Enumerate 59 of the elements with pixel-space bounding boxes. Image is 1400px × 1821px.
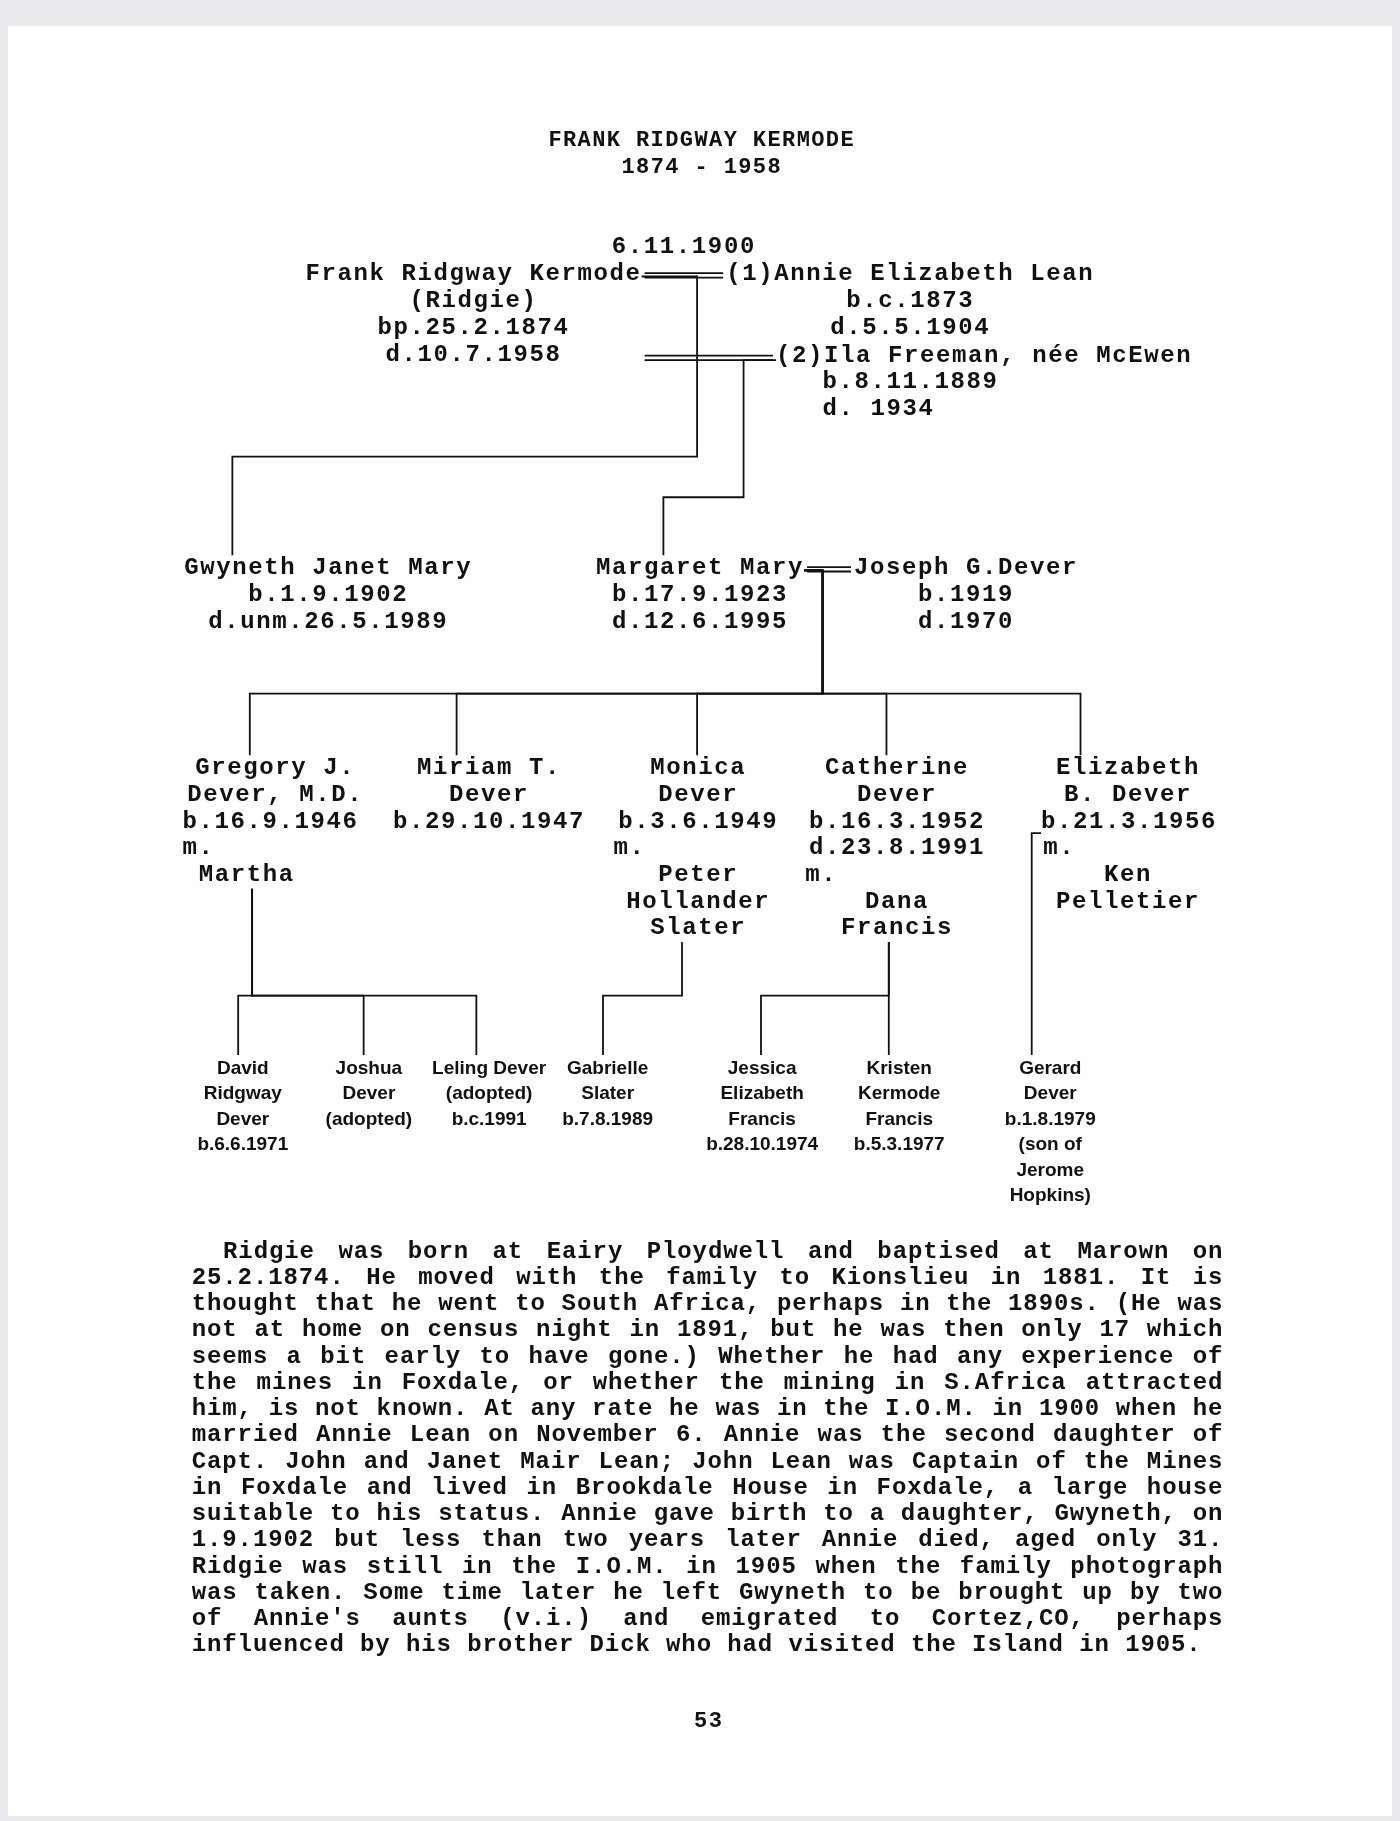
marriage-line bbox=[643, 272, 725, 279]
descent-line bbox=[887, 941, 890, 1056]
detail-text: (adopted) bbox=[445, 1081, 533, 1106]
descent-line bbox=[231, 275, 698, 557]
detail-text: m. bbox=[1043, 835, 1076, 862]
person-name: Joshua Dever bbox=[334, 1055, 404, 1106]
detail-text: Ken Pelletier bbox=[1055, 862, 1202, 916]
detail-text: d.unm.26.5.1989 bbox=[208, 608, 449, 636]
detail-text: b.7.8.1989 bbox=[562, 1106, 654, 1131]
person-name: (2)Ila Freeman, née McEwen bbox=[776, 342, 1193, 370]
detail-text: Peter Hollander Slater bbox=[625, 862, 772, 943]
detail-text: Martha bbox=[198, 862, 295, 889]
detail-text: b.28.10.1974 bbox=[706, 1132, 819, 1157]
detail-text: d.5.5.1904 bbox=[830, 314, 991, 342]
detail-text: (Ridgie) bbox=[409, 288, 538, 315]
detail-text: b.1.8.1979 bbox=[1004, 1106, 1096, 1131]
detail-text: b.29.10.1947 bbox=[393, 808, 586, 836]
detail-text: b.8.11.1889 bbox=[822, 369, 999, 397]
detail-text: b.17.9.1923 bbox=[612, 582, 789, 609]
detail-text: d.1970 bbox=[917, 608, 1014, 636]
page-title: FRANK RIDGWAY KERMODE 1874 - 1958 bbox=[547, 127, 857, 182]
detail-text: b.3.6.1949 bbox=[618, 808, 779, 836]
person-name: Gwyneth Janet Mary bbox=[184, 555, 473, 583]
person-name: Gregory J. Dever, M.D. bbox=[186, 755, 365, 809]
detail-text: b.16.3.1952 bbox=[808, 808, 985, 836]
person-name: Frank Ridgway Kermode bbox=[305, 261, 642, 289]
person-name: Monica Dever bbox=[649, 755, 748, 809]
marriage-line bbox=[643, 354, 774, 361]
detail-text: d.12.6.1995 bbox=[612, 608, 789, 636]
detail-text: b.21.3.1956 bbox=[1041, 808, 1217, 836]
person-name: Leling Dever bbox=[432, 1055, 547, 1080]
detail-text: bp.25.2.1874 bbox=[377, 314, 570, 342]
detail-text: b.c.1873 bbox=[846, 288, 975, 315]
detail-text: m. bbox=[182, 835, 215, 862]
detail-text: d. 1934 bbox=[822, 396, 935, 423]
person-name: Margaret Mary bbox=[596, 555, 805, 583]
detail-text: (adopted) bbox=[325, 1106, 413, 1131]
detail-text: b.5.3.1977 bbox=[853, 1132, 945, 1157]
detail-text: b.16.9.1946 bbox=[182, 808, 359, 836]
detail-text: m. bbox=[613, 835, 646, 862]
marriage-line bbox=[806, 566, 852, 573]
descent-line bbox=[602, 941, 683, 1056]
detail-text: b.c.1991 bbox=[451, 1106, 527, 1131]
detail-text: b.6.6.1971 bbox=[197, 1132, 289, 1157]
detail-text: b.1919 bbox=[917, 582, 1014, 609]
descent-line bbox=[803, 569, 1082, 757]
detail-text: d.10.7.1958 bbox=[385, 341, 562, 369]
detail-text: m. bbox=[805, 862, 838, 889]
person-name: Joseph G.Dever bbox=[853, 555, 1078, 583]
detail-text: Dana Francis bbox=[839, 888, 954, 943]
descent-line bbox=[1030, 832, 1042, 1056]
detail-text: (son of Jerome Hopkins) bbox=[1008, 1132, 1092, 1208]
detail-text: b.1.9.1902 bbox=[248, 582, 409, 609]
page-number: 53 bbox=[692, 1709, 725, 1736]
descent-line bbox=[251, 887, 478, 1056]
person-name: (1)Annie Elizabeth Lean bbox=[726, 261, 1095, 289]
body-paragraph: Ridgie was born at Eairy Ploydwell and baptised at Marown on 25.2.1874. He moved with the family to Kionslieu in 1881. It is thought that he went to South Africa, perhaps in the 1890s. (He was not at home on census night in 1891, but he was then only 17 which seems a bit early to have gone.) Whether he had any experience of the mines in Foxdale, or whether the mining in S.Africa attracted him, is not known. At any rate he was in the I.O.M. in 1900 when he married Annie Lean on November 6. Annie was the second daughter of Capt. John and Janet Mair Lean; John Lean was Captain of the Mines in Foxdale and lived in Brookdale House in Foxdale, a large house suitable to his status. Annie gave birth to a daughter, Gwyneth, on 1.9.1902 but less than two years later Annie died, aged only 31. Ridgie was still in the I.O.M. in 1905 when the family photograph was taken. Some time later he left Gwyneth to be brought up by two of Annie's aunts (v.i.) and emigrated to Cortez,CO, perhaps influenced by his brother Dick who had visited the Island in 1905. bbox=[191, 1238, 1224, 1659]
descent-line bbox=[662, 359, 777, 557]
detail-text: d.23.8.1991 bbox=[808, 835, 985, 862]
